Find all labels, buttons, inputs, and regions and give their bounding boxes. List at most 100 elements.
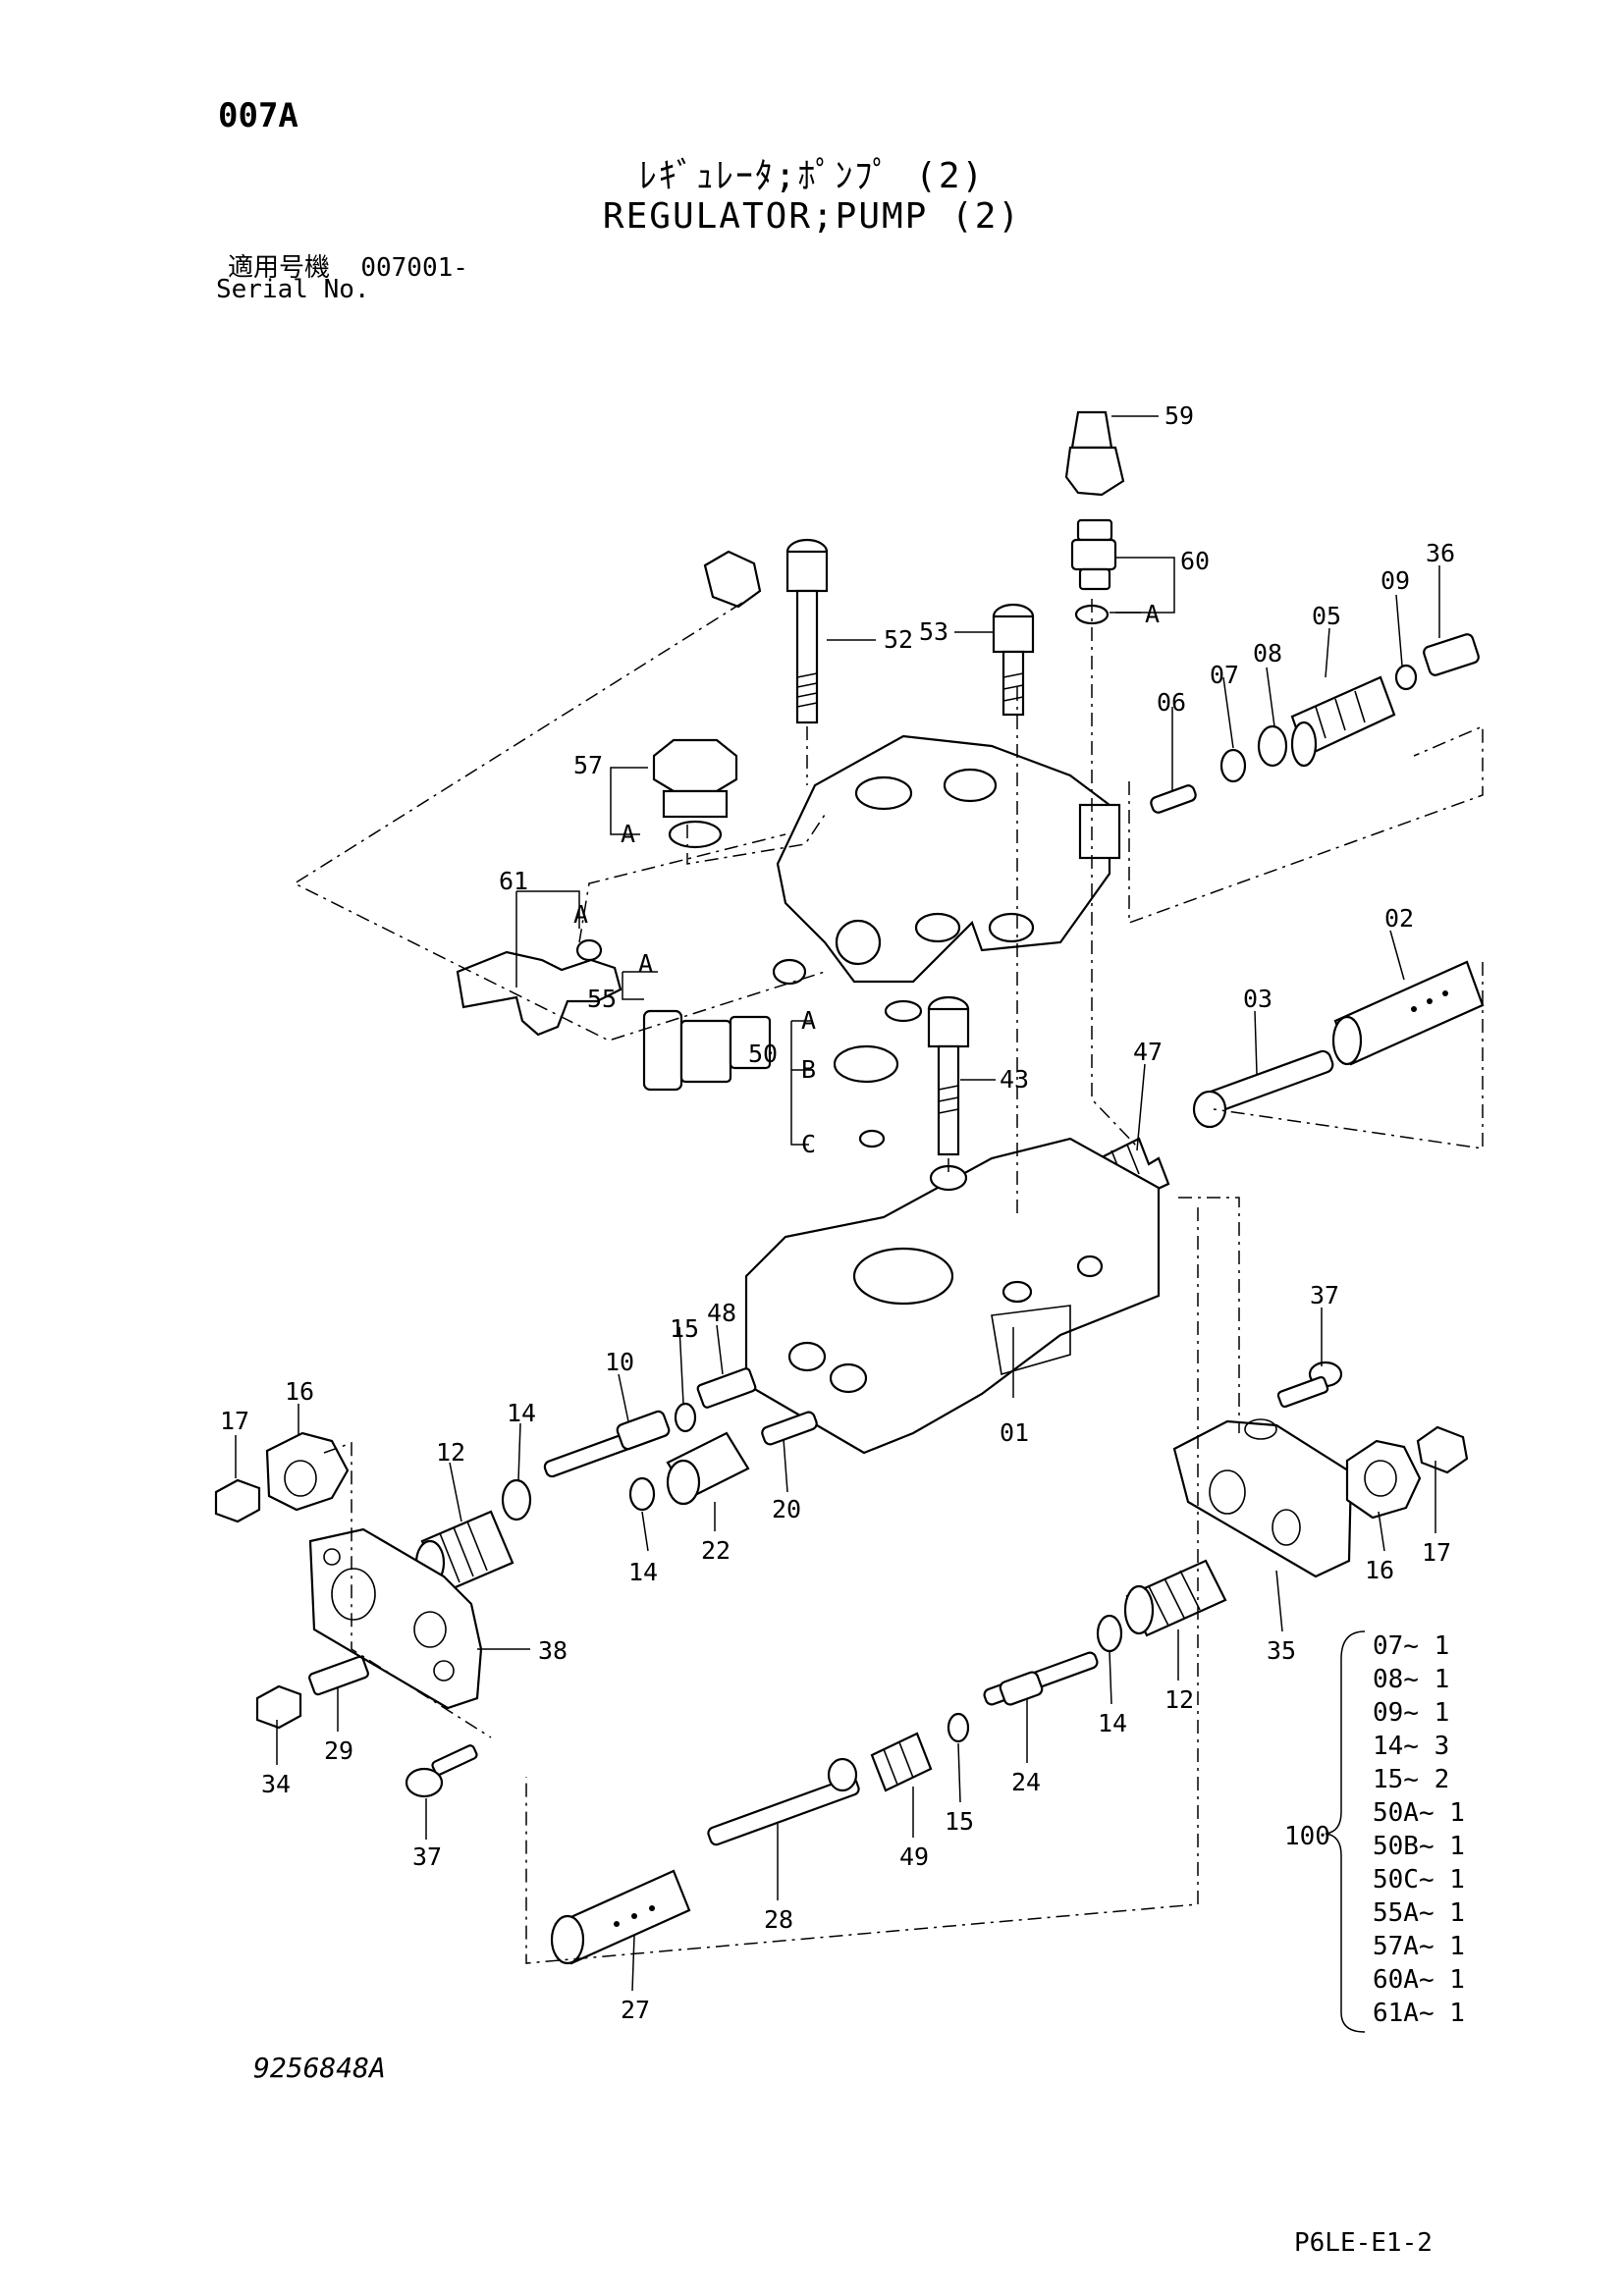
bom-item: 55A~ 1 (1373, 1898, 1465, 1928)
spool-03 (1192, 1049, 1334, 1129)
bom-item: 61A~ 1 (1373, 1999, 1465, 2028)
bolt-43 (927, 995, 970, 1156)
callout-14-lower: 14 (628, 1558, 658, 1586)
upper-housing (776, 734, 1121, 984)
sensor-55 (642, 958, 807, 1092)
fitting-60 (1070, 518, 1117, 625)
callout-52: 52 (884, 625, 913, 654)
spool-05 (1290, 675, 1396, 768)
sleeve-02 (1331, 960, 1485, 1066)
bolt-37-lower (405, 1744, 478, 1798)
callout-55-a: A (638, 949, 653, 978)
bom-item: 50C~ 1 (1373, 1865, 1465, 1895)
callout-24: 24 (1011, 1768, 1041, 1796)
bom-item: 50B~ 1 (1373, 1832, 1465, 1861)
nut-17-right (1416, 1425, 1469, 1474)
callout-43: 43 (1000, 1065, 1029, 1094)
ring-14-a (501, 1478, 532, 1522)
callout-12-right: 12 (1164, 1685, 1194, 1714)
callout-09: 09 (1380, 566, 1410, 595)
callout-01: 01 (1000, 1418, 1029, 1447)
callout-14-right: 14 (1098, 1709, 1127, 1737)
callout-16-right: 16 (1365, 1556, 1394, 1584)
callout-15-lower: 15 (945, 1807, 974, 1836)
callout-53: 53 (919, 617, 948, 646)
callout-47: 47 (1133, 1038, 1163, 1066)
callout-labels: 59 60 A 36 09 05 08 07 06 52 53 57 A 61 … (220, 401, 1455, 2024)
spring-49 (870, 1732, 933, 1792)
locknut-16-left (265, 1431, 350, 1512)
callout-50-c: C (801, 1130, 816, 1158)
bolt-52 (785, 538, 829, 724)
bom-item: 60A~ 1 (1373, 1965, 1465, 1995)
callout-28: 28 (764, 1905, 793, 1934)
callout-50: 50 (748, 1040, 778, 1068)
callout-37-upper: 37 (1310, 1281, 1339, 1309)
callout-12-left: 12 (436, 1438, 465, 1467)
callout-05: 05 (1312, 602, 1341, 630)
callout-15-upper: 15 (670, 1314, 699, 1343)
bom-item: 07~ 1 (1373, 1631, 1450, 1661)
callout-02: 02 (1384, 904, 1414, 933)
pin-20 (761, 1411, 818, 1446)
callout-29: 29 (324, 1736, 353, 1765)
callout-60-a: A (1145, 600, 1160, 628)
callout-07: 07 (1210, 661, 1239, 689)
bom-item: 09~ 1 (1373, 1698, 1450, 1728)
set-screw-29 (308, 1655, 369, 1696)
ring-08 (1257, 724, 1288, 768)
callout-06: 06 (1157, 688, 1186, 717)
serial-label-english: Serial No. (216, 275, 370, 304)
o-rings-50 (833, 999, 923, 1148)
leader-lines (235, 415, 1440, 1992)
callout-34: 34 (261, 1770, 291, 1798)
title-japanese: ﾚｷﾞｭﾚｰﾀ;ﾎﾟﾝﾌﾟ (2) (638, 156, 986, 196)
callout-50-b: B (801, 1055, 816, 1084)
callout-50-a: A (801, 1006, 816, 1035)
callout-55: 55 (587, 985, 617, 1013)
callout-27: 27 (621, 1996, 650, 2024)
callout-14-left: 14 (507, 1399, 536, 1427)
callout-48: 48 (707, 1299, 736, 1327)
bom-item: 57A~ 1 (1373, 1932, 1465, 1961)
ring-14-c (1096, 1614, 1123, 1653)
callout-59: 59 (1164, 401, 1194, 430)
sheet-id: P6LE-E1-2 (1294, 2228, 1433, 2258)
callout-61: 61 (499, 867, 528, 895)
drawing-number: 9256848A (253, 2052, 386, 2084)
main-body-01 (744, 1137, 1161, 1455)
elbow-61 (456, 938, 623, 1037)
sleeve-27 (550, 1869, 691, 1965)
locknut-16-right (1345, 1439, 1422, 1520)
spring-48 (696, 1367, 757, 1409)
ring-14-b (628, 1476, 656, 1512)
callout-61-a: A (573, 900, 588, 929)
nut-34 (255, 1684, 302, 1730)
nut-17-left (214, 1478, 261, 1523)
callout-03: 03 (1243, 985, 1272, 1013)
bom-item: 08~ 1 (1373, 1665, 1450, 1694)
plug-36 (1423, 633, 1480, 676)
spool-24 (983, 1651, 1099, 1706)
bolt-53 (992, 603, 1035, 717)
callout-57: 57 (573, 751, 603, 779)
ring-15-lower (947, 1712, 970, 1743)
callout-17-left: 17 (220, 1407, 249, 1435)
spool-10 (543, 1410, 671, 1478)
callout-38: 38 (538, 1636, 568, 1665)
callout-20: 20 (772, 1495, 801, 1523)
callout-49: 49 (899, 1842, 929, 1871)
callout-17-right: 17 (1422, 1538, 1451, 1567)
pipe-59 (657, 327, 1125, 609)
serial-value: 007001- (360, 253, 468, 283)
page-code: 007A (218, 96, 298, 135)
callout-16-left: 16 (285, 1377, 314, 1406)
ring-15-upper (674, 1402, 697, 1433)
cover-35 (1172, 1418, 1353, 1578)
ring-09 (1394, 664, 1418, 691)
bom-item: 50A~ 1 (1373, 1798, 1465, 1828)
ring-07 (1219, 748, 1247, 783)
bom-parent-number: 100 (1284, 1822, 1330, 1851)
callout-10: 10 (605, 1348, 634, 1376)
